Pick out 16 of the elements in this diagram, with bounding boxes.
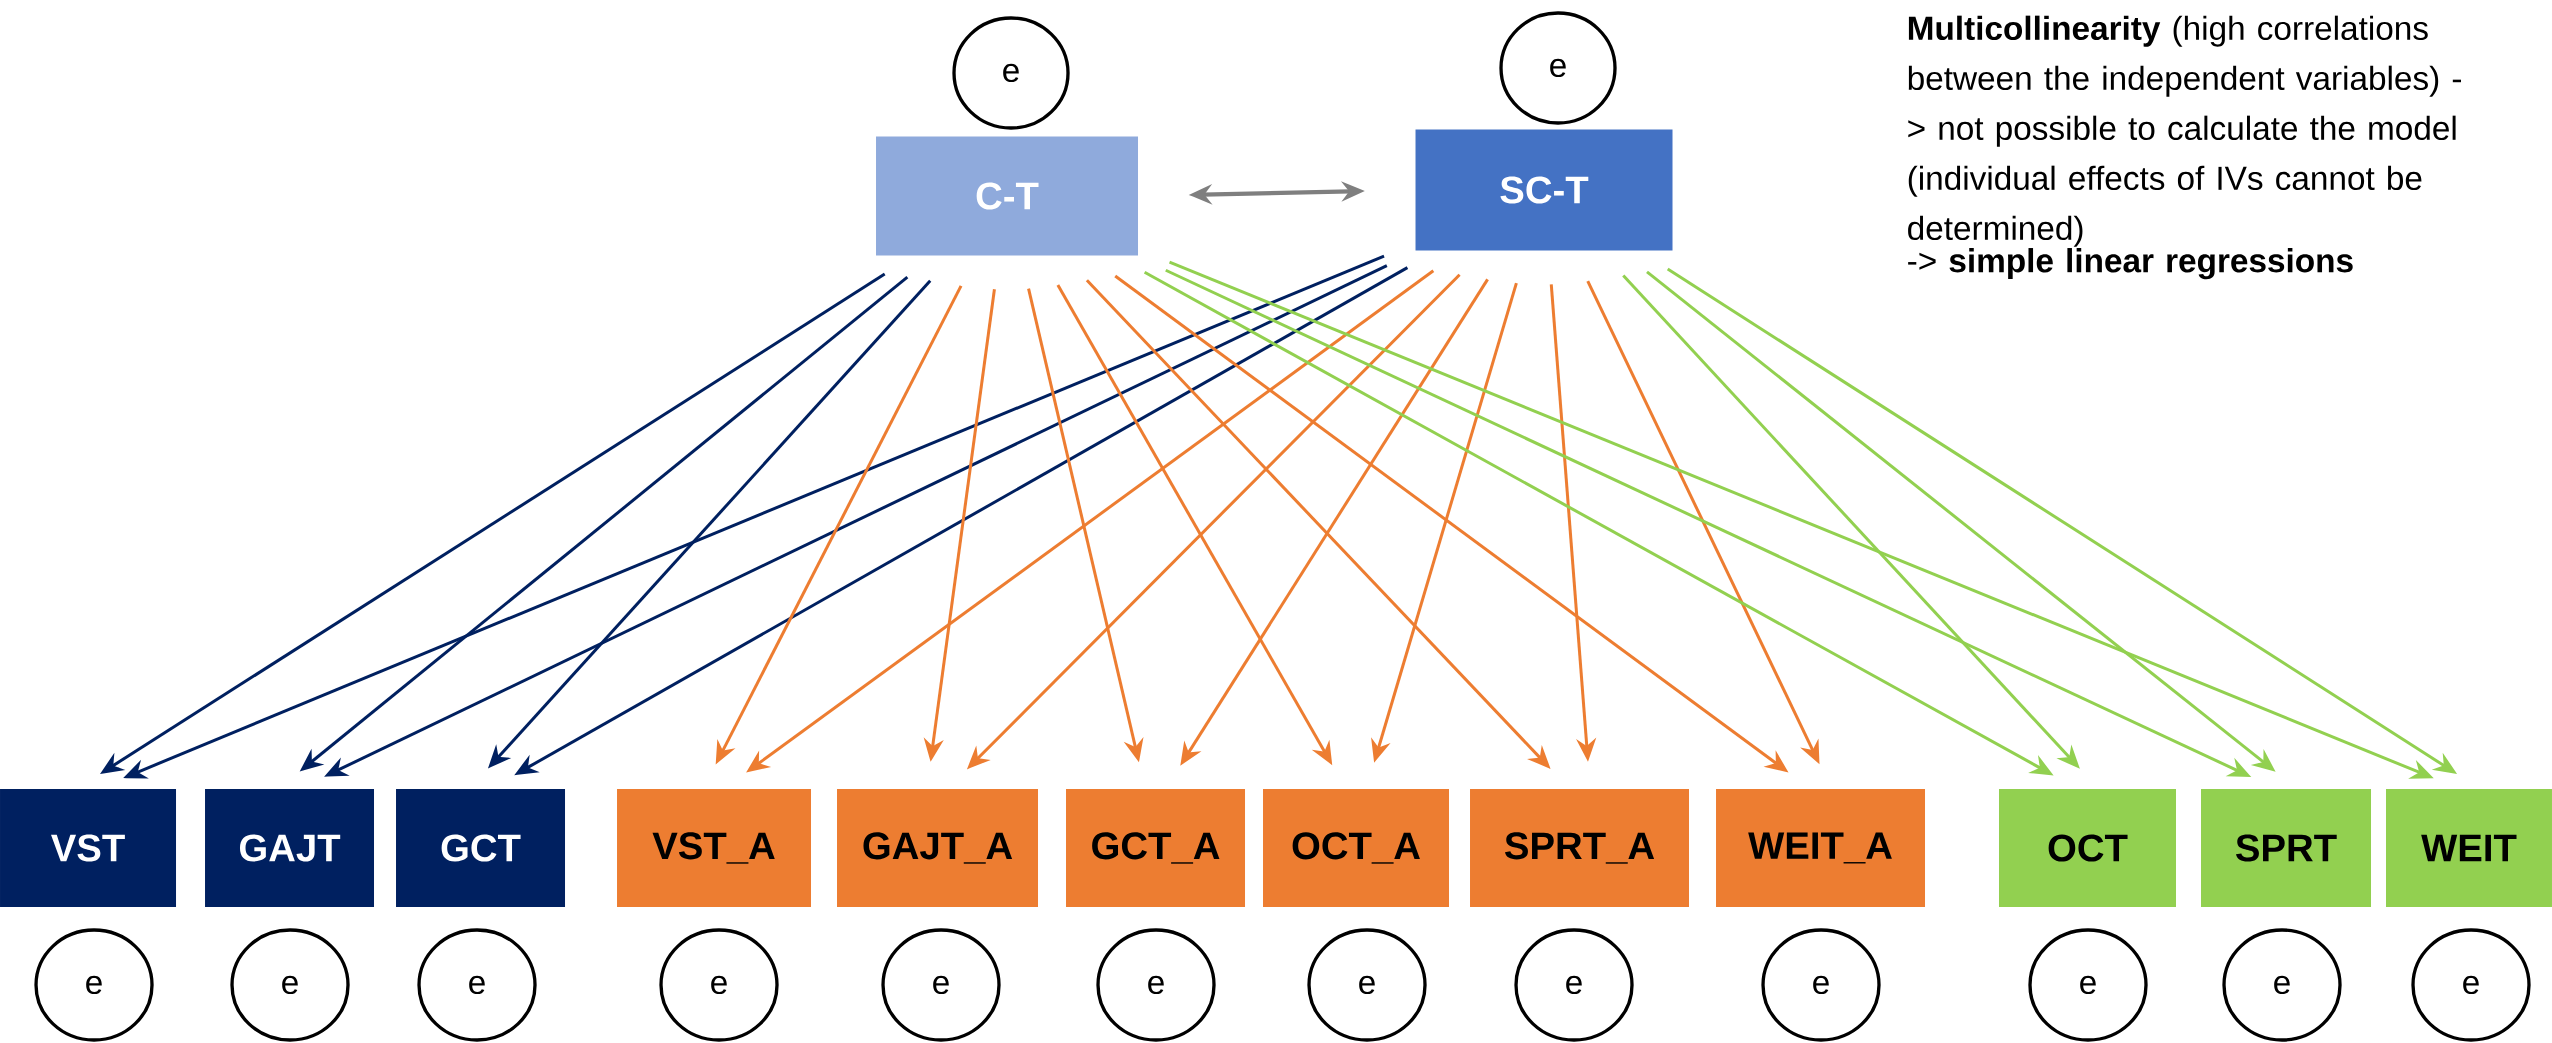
variable-box: OCT xyxy=(1999,789,2176,907)
variable-box: GCT_A xyxy=(1066,789,1245,907)
variable-box: WEIT xyxy=(2386,789,2552,907)
note-text: Multicollinearity (high correlations between the independent variables) -> not possible to calculate the model (individual effects of IVs cannot be determined) xyxy=(1908,15,2461,247)
variable-box: SC-T xyxy=(1415,129,1673,251)
variable-box: VST_A xyxy=(617,789,811,907)
variable-box: SPRT xyxy=(2201,789,2371,907)
note-text: -> simple linear regressions xyxy=(1908,248,2353,280)
variable-box: SPRT_A xyxy=(1470,789,1689,907)
variable-box: VST xyxy=(0,789,176,907)
variable-box: GAJT xyxy=(205,789,374,907)
variable-box: C-T xyxy=(876,136,1138,256)
variable-box: WEIT_A xyxy=(1716,789,1925,907)
variable-box: OCT_A xyxy=(1263,789,1449,907)
variable-box: GCT xyxy=(396,789,565,907)
variable-box: GAJT_A xyxy=(837,789,1038,907)
